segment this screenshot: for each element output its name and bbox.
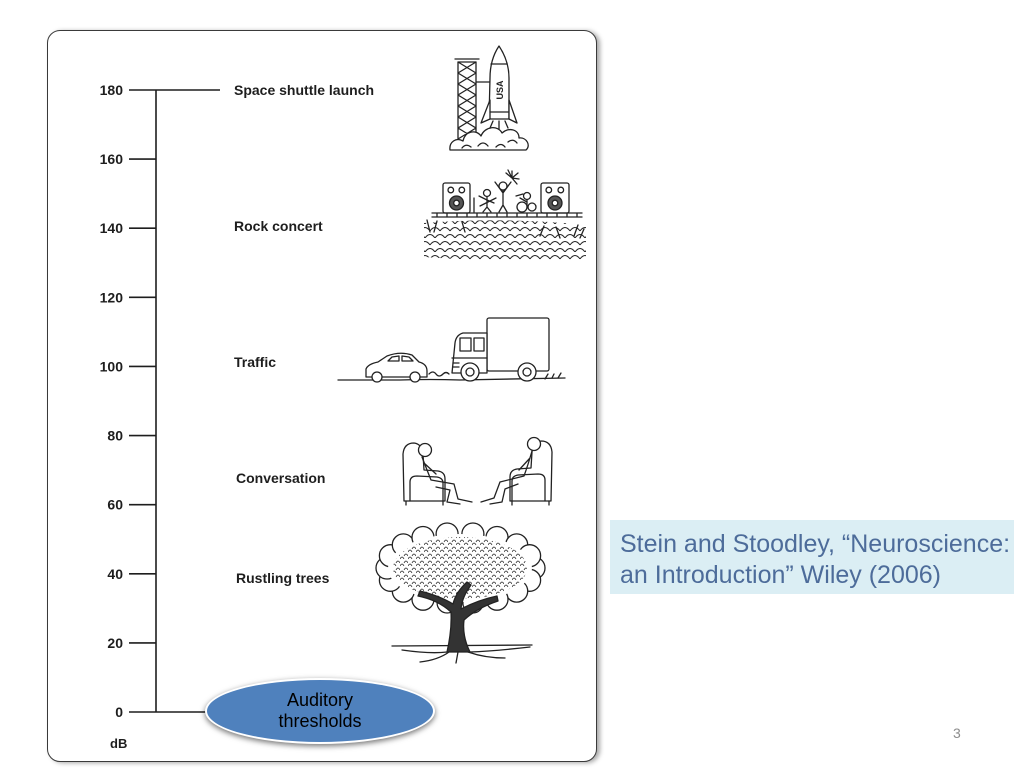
person-head xyxy=(526,436,542,452)
band xyxy=(473,169,537,213)
armchair-arm xyxy=(405,475,444,506)
tick-label: 0 xyxy=(115,704,123,720)
axis-ticks: 180 160 140 120 100 80 60 40 20 0 xyxy=(100,82,156,720)
seated-person xyxy=(421,456,473,505)
crowd-raised-arms xyxy=(426,219,585,239)
singer xyxy=(494,181,512,213)
truck-windows xyxy=(459,337,485,352)
axis-unit-label: dB xyxy=(110,736,127,751)
seated-person xyxy=(480,450,533,505)
truck-cargo-box xyxy=(486,317,550,372)
threshold-label-line-2: thresholds xyxy=(278,711,362,731)
singer-head xyxy=(498,181,508,191)
traffic-illustration xyxy=(337,317,566,383)
tick-label: 40 xyxy=(107,566,123,582)
truck xyxy=(451,317,550,382)
tick-label: 100 xyxy=(100,358,124,374)
rocket-detail-lines xyxy=(489,63,509,113)
threshold-label-line-1: Auditory xyxy=(286,690,354,710)
left-armchair-person xyxy=(402,442,473,506)
exhaust-fumes xyxy=(428,371,450,377)
tick-label: 140 xyxy=(100,220,124,236)
roadside-grass xyxy=(544,372,562,380)
tree-trunk xyxy=(417,581,499,653)
road-line xyxy=(337,377,566,381)
event-label-rustling-trees: Rustling trees xyxy=(236,570,330,586)
speaker-right xyxy=(540,182,570,214)
car-wheel xyxy=(409,371,421,383)
person-head xyxy=(417,442,433,458)
truck-hub xyxy=(465,367,475,377)
car-wheel xyxy=(371,371,383,383)
drum xyxy=(527,202,537,212)
rocket-lettering: USA xyxy=(495,80,505,100)
tick-label: 80 xyxy=(107,428,123,444)
event-label-conversation: Conversation xyxy=(236,470,325,486)
truck-hub xyxy=(522,367,532,377)
launch-smoke xyxy=(449,127,529,151)
rock-concert-illustration xyxy=(424,169,586,261)
event-label-space-shuttle: Space shuttle launch xyxy=(234,82,374,98)
speaker-left xyxy=(442,182,471,214)
speaker-cone-center xyxy=(453,199,460,207)
rocket-fins xyxy=(480,99,518,124)
tick-label: 160 xyxy=(100,151,124,167)
tick-label: 120 xyxy=(100,289,124,305)
crowd xyxy=(424,220,586,261)
guitarist xyxy=(473,195,497,213)
truck-grille xyxy=(451,357,488,368)
space-shuttle-illustration: USA xyxy=(449,45,529,151)
citation-box: Stein and Stoodley, “Neuroscience: an In… xyxy=(610,520,1014,594)
tree-roots xyxy=(401,646,531,664)
citation-line-1: Stein and Stoodley, “Neuroscience: xyxy=(620,530,1011,558)
conversation-illustration xyxy=(402,436,553,506)
tick-label: 60 xyxy=(107,497,123,513)
smoke-curls xyxy=(461,120,518,149)
speaker-tweeters xyxy=(447,186,466,194)
drum xyxy=(516,201,528,213)
auditory-threshold-ellipse: Auditory thresholds xyxy=(205,678,435,744)
tick-label: 20 xyxy=(107,635,123,651)
slide-page-number: 3 xyxy=(953,725,961,741)
speaker-tweeters xyxy=(545,186,565,194)
tick-label: 180 xyxy=(100,82,124,98)
tree-illustration xyxy=(375,522,546,664)
citation-line-2: an Introduction” Wiley (2006) xyxy=(620,561,941,589)
event-labels: Space shuttle launch Rock concert Traffi… xyxy=(234,82,374,586)
event-label-rock-concert: Rock concert xyxy=(234,218,323,234)
canopy-leaf-texture xyxy=(393,537,527,599)
db-axis: 180 160 140 120 100 80 60 40 20 0 dB xyxy=(100,82,220,751)
guitarist-head xyxy=(482,188,492,198)
event-label-traffic: Traffic xyxy=(234,354,276,370)
figure-frame xyxy=(47,30,597,762)
drummer-head xyxy=(522,191,532,201)
car-windows xyxy=(387,355,414,362)
stage xyxy=(431,212,583,218)
spotlight-burst xyxy=(505,169,520,185)
speaker-cone-center xyxy=(551,199,559,207)
right-armchair-person xyxy=(480,436,553,506)
car xyxy=(365,352,428,383)
